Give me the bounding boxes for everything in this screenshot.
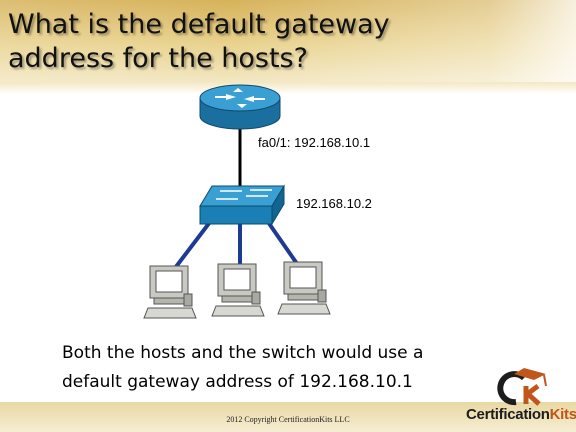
ck-graduation-cap-icon [497,368,547,406]
title-band-fade [0,82,576,94]
copyright-text: 2012 Copyright CertificationKits LLC [226,415,350,424]
footer-bar [0,402,576,432]
logo-text-main: Certification [466,406,550,423]
host-2-icon [211,263,265,317]
host-1-icon [143,265,197,319]
link-switch-host-1 [170,220,212,274]
title-band-highlight [0,0,576,82]
slide-title: What is the default gateway address for … [8,9,390,74]
certificationkits-logo: CertificationKits [466,362,576,432]
answer-line-1: Both the hosts and the switch would use … [62,343,424,363]
switch-ip-label: 192.168.10.2 [296,196,372,211]
link-switch-host-3 [266,220,302,270]
logo-text-accent: Kits [549,406,576,423]
host-3-icon [277,261,331,315]
answer-line-2: default gateway address of 192.168.10.1 [62,372,413,392]
router-interface-label: fa0/1: 192.168.10.1 [258,135,371,150]
logo-wordmark: CertificationKits [466,406,576,423]
router-icon [199,84,281,130]
switch-icon [199,184,285,226]
